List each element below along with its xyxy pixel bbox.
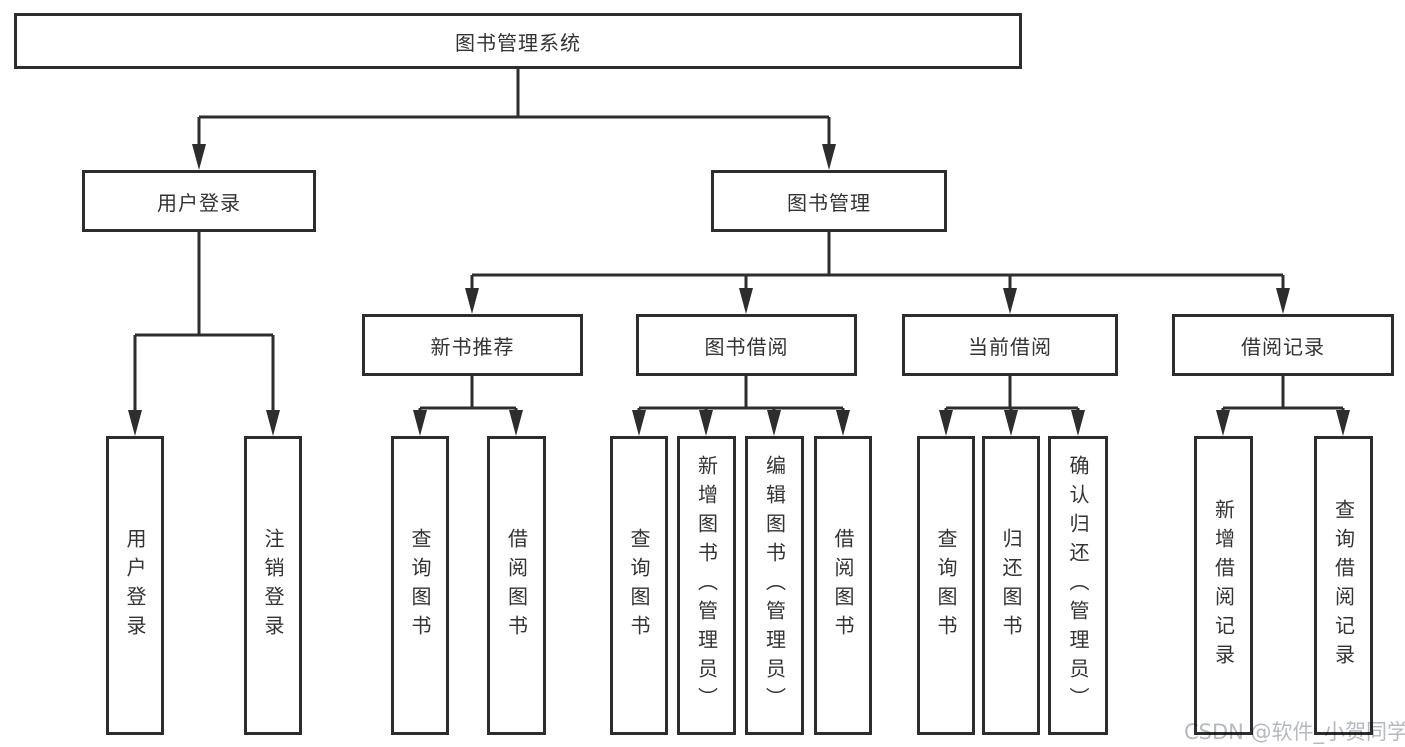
leaf-edit-book-admin: 编辑图书（管理员） <box>745 436 804 735</box>
leaf-user-login: 用户登录 <box>106 436 164 735</box>
leaf-return-book-label: 归还图书 <box>999 527 1023 644</box>
node-borrowing-records: 借阅记录 <box>1172 314 1394 376</box>
leaf-confirm-return-admin: 确认归还（管理员） <box>1048 436 1108 735</box>
leaf-query-books-borrowing: 查询图书 <box>610 436 668 735</box>
csdn-watermark: CSDN @软件_小贺同学 <box>1184 720 1405 744</box>
leaf-query-books-current-label: 查询图书 <box>934 527 958 644</box>
leaf-add-borrow-record-label: 新增借阅记录 <box>1211 498 1236 673</box>
node-root-label: 图书管理系统 <box>455 30 581 55</box>
leaf-logout-label: 注销登录 <box>261 527 285 644</box>
leaf-query-books-recommend-label: 查询图书 <box>408 527 432 644</box>
leaf-add-book-admin-label: 新增图书（管理员） <box>694 455 719 716</box>
leaf-borrow-books-2-label: 借阅图书 <box>831 527 855 644</box>
leaf-query-books-current: 查询图书 <box>917 436 975 735</box>
leaf-borrow-books-2: 借阅图书 <box>814 436 872 735</box>
node-new-book-recommend: 新书推荐 <box>362 314 583 376</box>
leaf-borrow-books-recommend-label: 借阅图书 <box>504 527 529 644</box>
node-book-management-label: 图书管理 <box>787 190 871 215</box>
node-root: 图书管理系统 <box>14 13 1022 69</box>
node-book-borrowing-label: 图书借阅 <box>704 334 789 359</box>
leaf-logout: 注销登录 <box>244 436 302 735</box>
leaf-confirm-return-admin-label: 确认归还（管理员） <box>1066 455 1090 716</box>
leaf-return-book: 归还图书 <box>982 436 1040 735</box>
node-new-book-recommend-label: 新书推荐 <box>430 334 515 359</box>
node-book-borrowing: 图书借阅 <box>636 314 857 376</box>
leaf-query-borrow-record-label: 查询借阅记录 <box>1331 498 1356 673</box>
node-borrowing-records-label: 借阅记录 <box>1241 334 1325 359</box>
leaf-query-books-recommend: 查询图书 <box>391 436 449 735</box>
leaf-add-borrow-record: 新增借阅记录 <box>1194 436 1253 735</box>
leaf-add-book-admin: 新增图书（管理员） <box>677 436 736 735</box>
node-current-borrowing-label: 当前借阅 <box>968 334 1052 359</box>
leaf-query-books-borrowing-label: 查询图书 <box>627 527 651 644</box>
node-current-borrowing: 当前借阅 <box>902 314 1118 376</box>
node-book-management: 图书管理 <box>711 170 947 232</box>
leaf-query-borrow-record: 查询借阅记录 <box>1314 436 1373 735</box>
node-user-login-label: 用户登录 <box>157 190 241 215</box>
leaf-borrow-books-recommend: 借阅图书 <box>487 436 546 735</box>
leaf-edit-book-admin-label: 编辑图书（管理员） <box>762 455 787 716</box>
leaf-user-login-label: 用户登录 <box>123 527 147 644</box>
node-user-login: 用户登录 <box>82 170 316 232</box>
